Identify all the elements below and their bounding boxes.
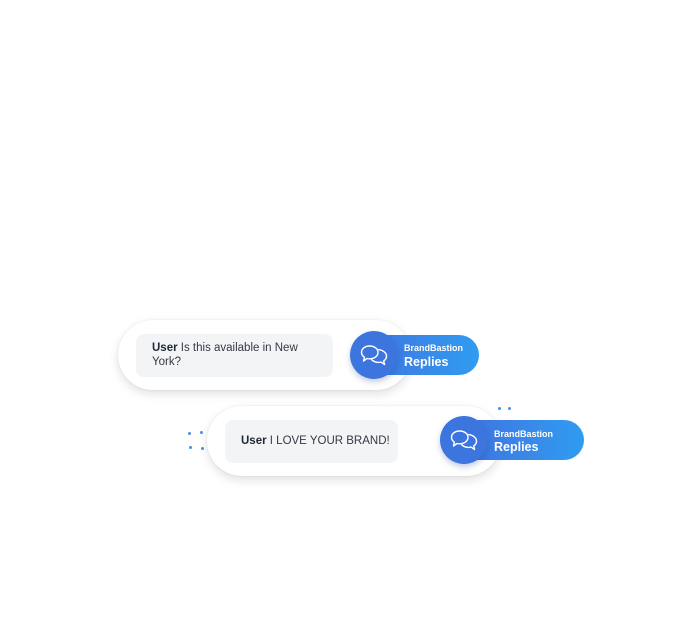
decorative-dot — [498, 407, 501, 410]
decorative-dot — [189, 446, 192, 449]
comment-user-label: User — [241, 435, 267, 447]
brand-name: BrandBastion — [404, 343, 464, 353]
brand-action-label: Replies — [404, 355, 449, 369]
decorative-dot — [508, 407, 511, 410]
chat-bubbles-icon — [440, 416, 488, 464]
brand-action-label: Replies — [494, 440, 539, 454]
comment-text: I LOVE YOUR BRAND! — [269, 435, 390, 447]
brand-name: BrandBastion — [494, 429, 554, 439]
decorative-dot — [201, 447, 204, 450]
decorative-dot — [200, 431, 203, 434]
comment-bubble: User Is this available in New York? — [136, 334, 333, 377]
comment-text: Is this available in New York? — [152, 342, 298, 368]
chat-bubbles-icon — [350, 331, 398, 379]
comment-user-label: User — [152, 342, 178, 354]
comment-bubble: User I LOVE YOUR BRAND! — [225, 420, 398, 463]
decorative-dot — [188, 432, 191, 435]
